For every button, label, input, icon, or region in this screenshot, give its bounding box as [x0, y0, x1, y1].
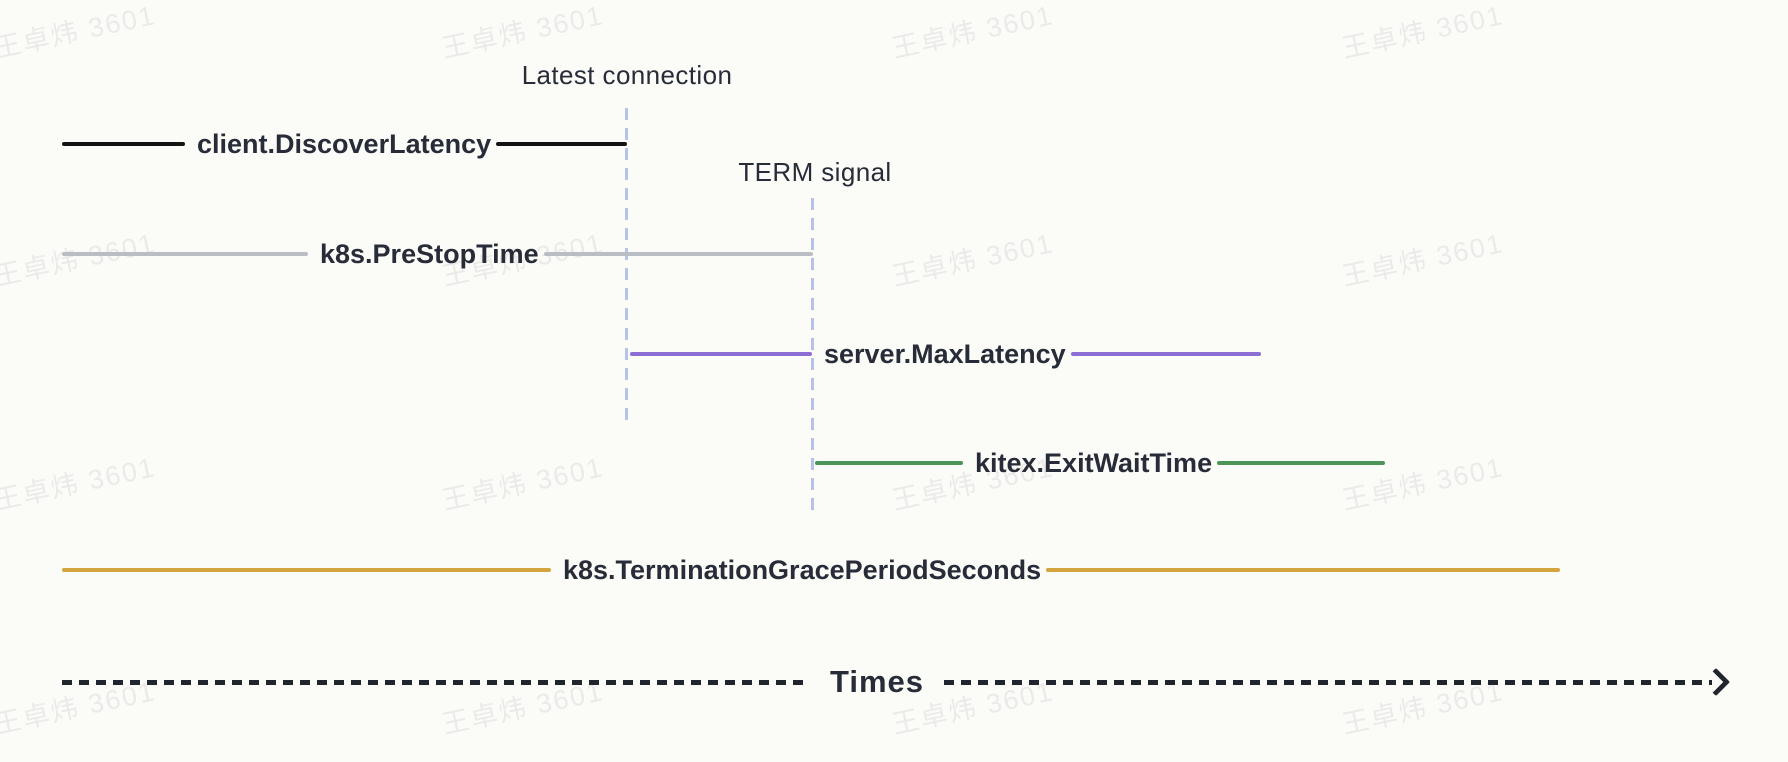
watermark-text: 王卓炜 3601 — [889, 228, 1057, 292]
timeline-row-kitex-exit-wait-time: kitex.ExitWaitTime — [815, 445, 1385, 481]
axis-label: Times — [830, 664, 925, 699]
line-segment — [543, 252, 813, 256]
watermark-text: 王卓炜 3601 — [0, 452, 159, 516]
arrow-right-icon — [1701, 667, 1731, 697]
term-signal-label: TERM signal — [738, 157, 892, 187]
line-segment — [630, 352, 812, 356]
watermark-text: 王卓炜 3601 — [1339, 228, 1507, 292]
row-label: k8s.TerminationGracePeriodSeconds — [563, 554, 1042, 585]
row-label: k8s.PreStopTime — [320, 238, 539, 269]
row-label: server.MaxLatency — [824, 338, 1066, 369]
term-signal-marker-line — [811, 198, 814, 512]
timeline-row-server-max-latency: server.MaxLatency — [630, 336, 1261, 372]
watermark-text: 王卓炜 3601 — [1339, 0, 1507, 64]
line-segment — [62, 252, 308, 256]
watermark-text: 王卓炜 3601 — [0, 0, 159, 64]
row-label: client.DiscoverLatency — [197, 128, 492, 159]
line-segment — [1070, 352, 1261, 356]
time-axis: Times — [62, 660, 1731, 704]
timeline-row-k8s-termination-grace-period-seconds: k8s.TerminationGracePeriodSeconds — [62, 552, 1560, 588]
line-segment — [62, 568, 551, 572]
latest-connection-label: Latest connection — [521, 60, 733, 90]
axis-dashed-line — [62, 679, 810, 685]
line-segment — [1046, 568, 1560, 572]
timeline-row-client-discover-latency: client.DiscoverLatency — [62, 126, 627, 162]
latest-connection-marker-line — [625, 108, 628, 422]
line-segment — [496, 142, 627, 146]
watermark-text: 王卓炜 3601 — [439, 452, 607, 516]
watermark-text: 王卓炜 3601 — [889, 0, 1057, 64]
line-segment — [815, 461, 963, 465]
timeline-row-k8s-pre-stop-time: k8s.PreStopTime — [62, 236, 813, 272]
axis-dashed-line — [944, 679, 1712, 685]
watermark-text: 王卓炜 3601 — [439, 0, 607, 64]
line-segment — [1217, 461, 1385, 465]
line-segment — [62, 142, 185, 146]
row-label: kitex.ExitWaitTime — [975, 447, 1213, 478]
